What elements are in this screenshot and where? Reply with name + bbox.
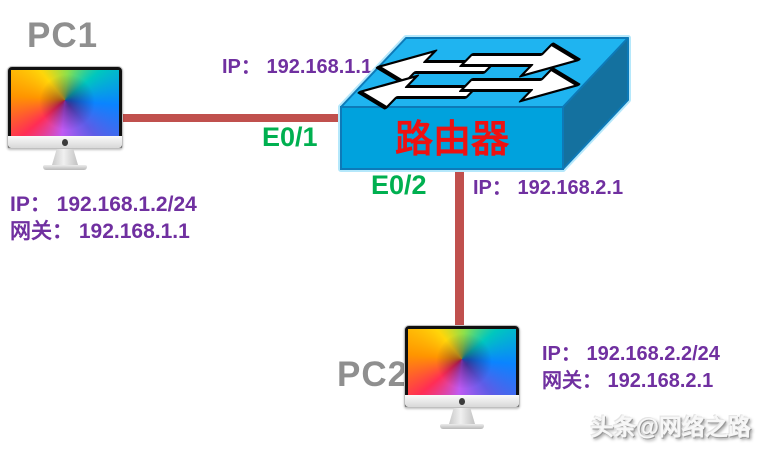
apple-logo-icon: [459, 397, 465, 405]
pc1-chin: [8, 136, 122, 148]
link-router-pc2: [455, 164, 464, 334]
pc1-stand-base: [43, 165, 87, 170]
pc2-computer-image: [404, 325, 520, 429]
pc1-name-label: PC1: [27, 16, 99, 55]
router-if1-name-label: E0/1: [262, 122, 318, 152]
pc2-stand-base: [440, 424, 484, 429]
pc2-screen-wallpaper: [408, 329, 516, 396]
pc1-stand: [52, 149, 78, 165]
pc2-gateway-label: 网关： 192.168.2.1: [542, 370, 714, 392]
router-if2-name-label: E0/2: [371, 170, 427, 200]
pc1-gateway-label: 网关： 192.168.1.1: [10, 220, 190, 243]
pc1-ip-label: IP： 192.168.1.2/24: [10, 193, 197, 216]
pc1-computer-image: [7, 66, 123, 170]
watermark-text: 头条@网络之路: [590, 414, 751, 440]
pc2-stand: [449, 408, 475, 424]
router-if2-ip-label: IP： 192.168.2.1: [473, 177, 624, 199]
router-device-image: 路由器: [338, 35, 631, 172]
router-if1-ip-label: IP： 192.168.1.1: [222, 56, 373, 78]
pc2-ip-label: IP： 192.168.2.2/24: [542, 343, 720, 365]
pc2-chin: [405, 395, 519, 407]
pc2-display: [404, 325, 520, 408]
router-front-face: [340, 106, 564, 170]
link-pc1-router: [100, 114, 345, 122]
router-name-label: 路由器: [395, 119, 510, 161]
pc1-display: [7, 66, 123, 149]
apple-logo-icon: [62, 138, 68, 146]
pc2-name-label: PC2: [337, 355, 409, 394]
switch-traffic-arrows-icon: [357, 42, 581, 110]
pc1-screen-wallpaper: [11, 70, 119, 137]
